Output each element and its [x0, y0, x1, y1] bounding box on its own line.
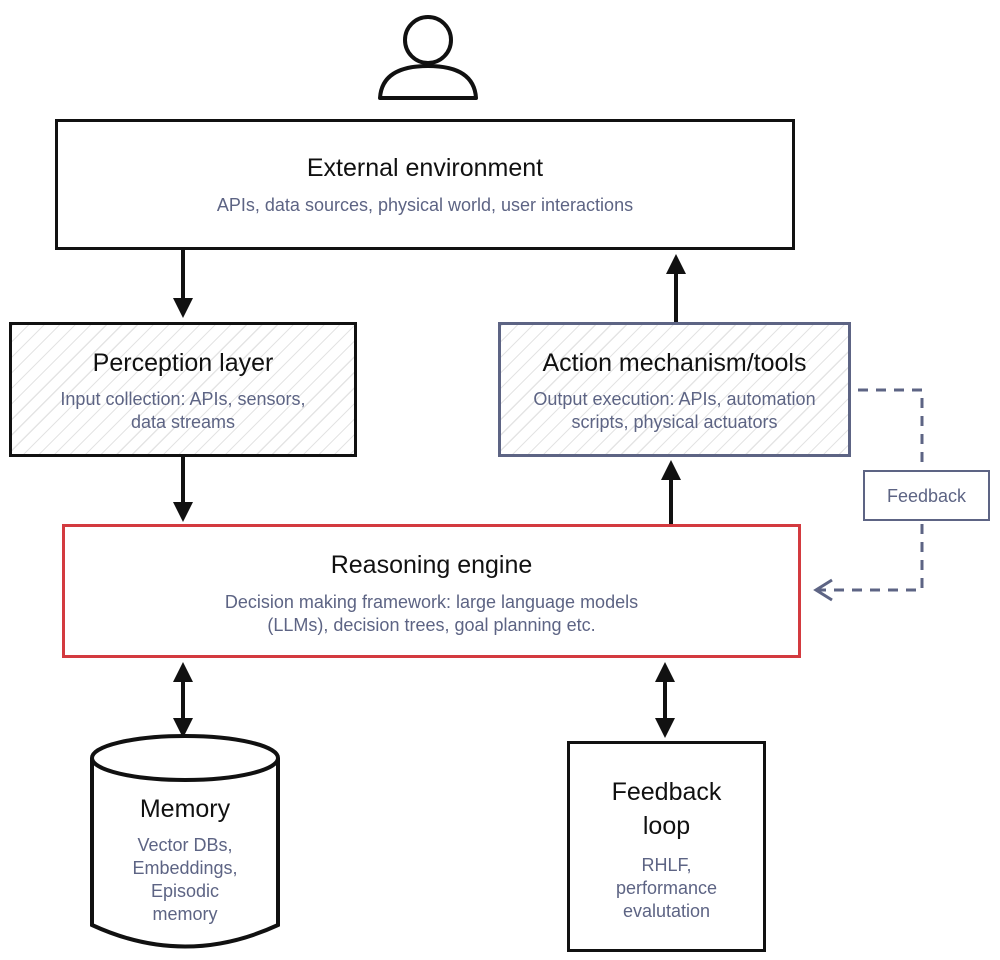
user-icon	[378, 15, 478, 100]
feedback-loop-title-line2: loop	[642, 812, 691, 840]
perception-layer-line2: data streams	[130, 412, 236, 432]
external-environment-box: External environment APIs, data sources,…	[55, 119, 795, 250]
memory-cylinder	[90, 734, 280, 949]
feedback-loop-lines: RHLF, performance evalutation	[570, 854, 763, 923]
memory-line: Embeddings,	[132, 858, 238, 878]
feedback-arrowhead	[813, 578, 833, 602]
feedback-loop-title-line1: Feedback	[611, 778, 722, 806]
feedback-loop-line: performance	[615, 878, 718, 898]
external-environment-title: External environment	[306, 154, 544, 182]
perception-layer-line1: Input collection: APIs, sensors,	[60, 389, 306, 409]
memory-lines: Vector DBs, Embeddings, Episodic memory	[92, 834, 278, 926]
action-mechanism-title: Action mechanism/tools	[542, 349, 807, 377]
memory-line: Vector DBs,	[137, 835, 233, 855]
perception-layer-title: Perception layer	[92, 349, 274, 377]
external-environment-subtitle: APIs, data sources, physical world, user…	[216, 195, 634, 215]
feedback-label: Feedback	[886, 486, 967, 506]
reasoning-engine-line2: (LLMs), decision trees, goal planning et…	[267, 615, 596, 635]
reasoning-engine-line1: Decision making framework: large languag…	[224, 592, 639, 612]
feedback-loop-box: Feedback loop RHLF, performance evalutat…	[567, 741, 766, 952]
reasoning-engine-box: Reasoning engine Decision making framewo…	[62, 524, 801, 658]
feedback-loop-line: RHLF,	[641, 855, 692, 875]
memory-line: memory	[152, 904, 218, 924]
action-mechanism-box: Action mechanism/tools Output execution:…	[498, 322, 851, 457]
action-mechanism-line2: scripts, physical actuators	[571, 412, 778, 432]
feedback-loop-line: evalutation	[622, 901, 711, 921]
perception-layer-box: Perception layer Input collection: APIs,…	[9, 322, 357, 457]
memory-title: Memory	[139, 795, 231, 823]
action-mechanism-line1: Output execution: APIs, automation	[533, 389, 816, 409]
memory-line: Episodic	[150, 881, 220, 901]
feedback-label-box: Feedback	[863, 470, 990, 521]
reasoning-engine-title: Reasoning engine	[330, 551, 533, 579]
